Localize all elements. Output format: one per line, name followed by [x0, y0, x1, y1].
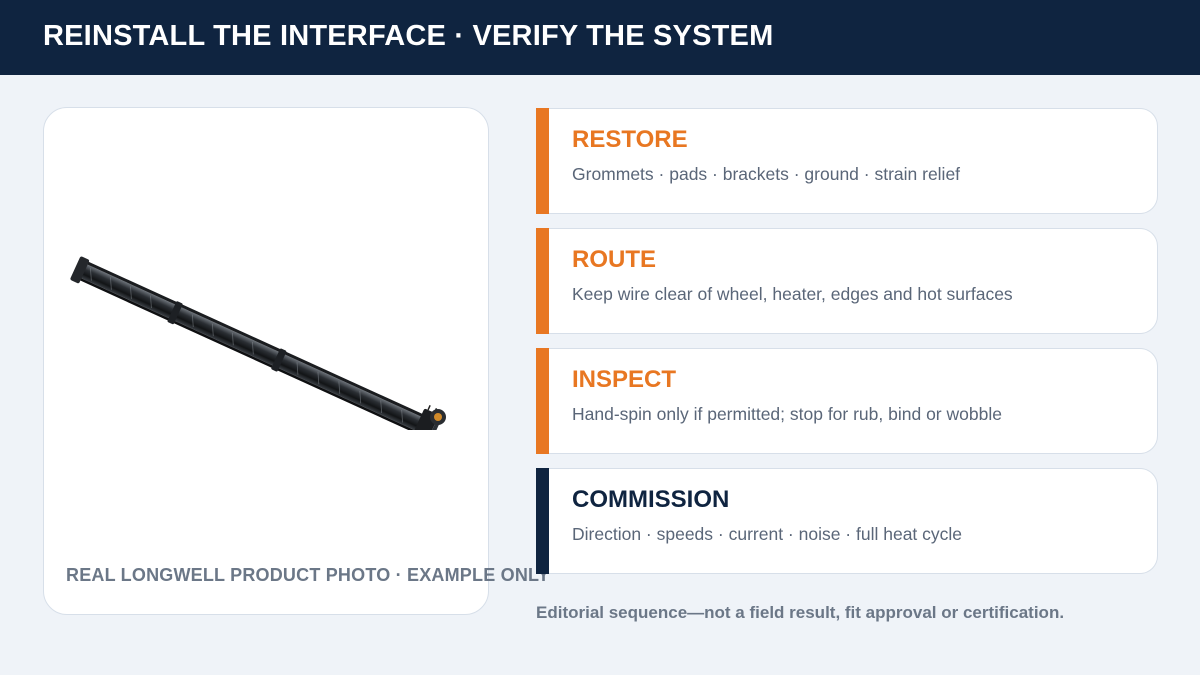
step-title: INSPECT — [572, 366, 677, 393]
step-card-commission: COMMISSION Direction · speeds · current … — [536, 467, 1158, 574]
step-card-route: ROUTE Keep wire clear of wheel, heater, … — [536, 227, 1158, 334]
step-description: Keep wire clear of wheel, heater, edges … — [572, 284, 1013, 304]
header-bar: REINSTALL THE INTERFACE · VERIFY THE SYS… — [0, 0, 1200, 75]
step-accent-bar — [536, 467, 549, 574]
step-description: Grommets · pads · brackets · ground · st… — [572, 164, 961, 184]
step-title: RESTORE — [572, 126, 688, 153]
step-description: Hand-spin only if permitted; stop for ru… — [572, 404, 1002, 424]
footnote-disclaimer: Editorial sequence—not a field result, f… — [536, 603, 1065, 622]
step-description: Direction · speeds · current · noise · f… — [572, 524, 963, 544]
photo-caption: REAL LONGWELL PRODUCT PHOTO · EXAMPLE ON… — [66, 565, 550, 585]
step-title: ROUTE — [572, 246, 656, 273]
page-title: REINSTALL THE INTERFACE · VERIFY THE SYS… — [43, 20, 774, 52]
step-accent-bar — [536, 227, 549, 334]
step-card-inspect: INSPECT Hand-spin only if permitted; sto… — [536, 347, 1158, 454]
step-accent-bar — [536, 347, 549, 454]
step-card-restore: RESTORE Grommets · pads · brackets · gro… — [536, 107, 1158, 214]
cross-flow-fan-icon — [70, 256, 446, 430]
step-title: COMMISSION — [572, 486, 730, 513]
step-accent-bar — [536, 107, 549, 214]
